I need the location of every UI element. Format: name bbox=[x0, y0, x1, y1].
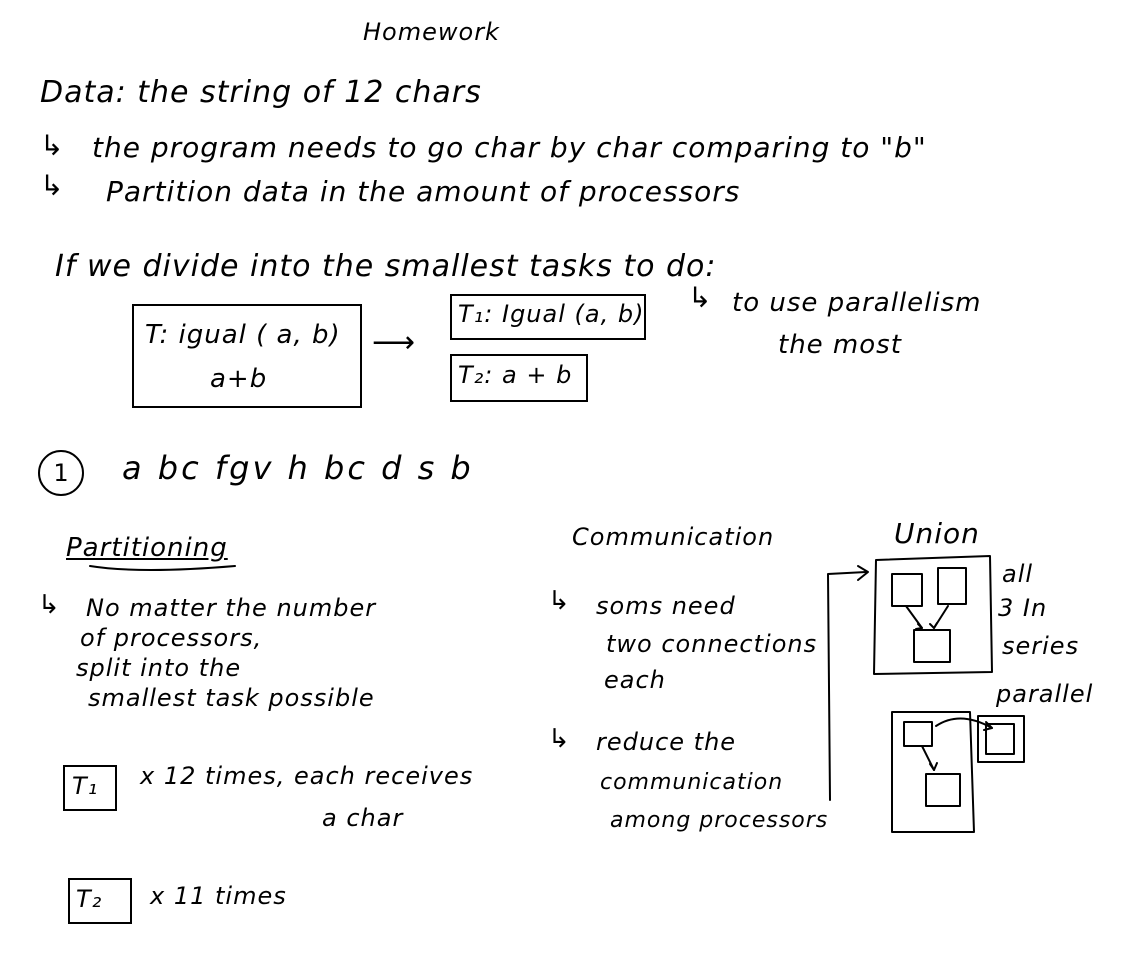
partitioning-line: of processors, bbox=[80, 624, 263, 652]
bullet-compare: the program needs to go char by char com… bbox=[92, 131, 927, 164]
partitioning-line: smallest task possible bbox=[88, 684, 375, 712]
series-node bbox=[937, 567, 967, 605]
task-t1-label: T₁: Igual (a, b) bbox=[458, 300, 645, 328]
t2-count-label: T₂ bbox=[76, 885, 103, 913]
partitioning-line: split into the bbox=[76, 654, 242, 682]
union-side-note: all bbox=[1002, 560, 1034, 588]
communication-note2: among processors bbox=[610, 808, 829, 833]
bullet-arrow-icon: ↳ bbox=[548, 724, 571, 754]
parallel-note-line2: the most bbox=[778, 330, 902, 360]
t1-count-text2: a char bbox=[322, 804, 404, 832]
parallel-node bbox=[925, 773, 961, 807]
communication-note1: two connections bbox=[606, 630, 818, 658]
bullet-arrow-icon: ↳ bbox=[38, 590, 61, 620]
bullet-arrow-icon: ↳ bbox=[548, 586, 571, 616]
communication-note2: communication bbox=[600, 770, 784, 795]
series-group-outline bbox=[873, 555, 993, 675]
series-node bbox=[913, 629, 951, 663]
example-number-circle: 1 bbox=[38, 450, 84, 496]
partitioning-line: No matter the number bbox=[86, 594, 377, 622]
task-t2-label: T₂: a + b bbox=[458, 361, 573, 389]
parallel-node bbox=[903, 721, 933, 747]
task-box-line2: a+b bbox=[210, 364, 268, 394]
series-node bbox=[891, 573, 923, 607]
page-title: Homework bbox=[363, 18, 500, 46]
bullet-arrow-icon: ↳ bbox=[40, 129, 65, 162]
communication-heading: Communication bbox=[572, 523, 775, 551]
t2-count-text: x 11 times bbox=[150, 882, 287, 910]
t1-count-text: x 12 times, each receives bbox=[140, 762, 474, 790]
bullet-arrow-icon: ↳ bbox=[40, 169, 65, 202]
bullet-partition: Partition data in the amount of processo… bbox=[106, 175, 741, 208]
divide-line: If we divide into the smallest tasks to … bbox=[55, 249, 717, 284]
task-box-line1: T: igual ( a, b) bbox=[145, 320, 341, 350]
parallel-group-outline bbox=[891, 711, 975, 833]
t1-count-label: T₁ bbox=[72, 772, 99, 800]
communication-note1: each bbox=[604, 666, 666, 694]
partitioning-heading: Partitioning bbox=[66, 533, 228, 563]
union-side-note: series bbox=[1002, 632, 1080, 660]
t1-count-box bbox=[63, 765, 117, 811]
right-arrow-icon: ⟶ bbox=[372, 325, 416, 360]
t2-count-box bbox=[68, 878, 132, 924]
parallel-inner-node bbox=[985, 723, 1015, 755]
parallel-outer-node bbox=[977, 715, 1025, 763]
example-string: a bc fgv h bc d s b bbox=[122, 449, 474, 487]
communication-note2: reduce the bbox=[596, 728, 737, 756]
communication-note1: soms need bbox=[596, 592, 736, 620]
data-line: Data: the string of 12 chars bbox=[40, 75, 482, 110]
parallel-note-line1: to use parallelism bbox=[732, 288, 982, 318]
union-parallel-label: parallel bbox=[996, 680, 1094, 708]
bullet-arrow-icon: ↳ bbox=[688, 281, 713, 314]
task-box bbox=[132, 304, 362, 408]
task-t1-box bbox=[450, 294, 646, 340]
union-heading: Union bbox=[894, 517, 980, 550]
union-side-note: 3 In bbox=[998, 594, 1048, 622]
task-t2-box bbox=[450, 354, 588, 402]
